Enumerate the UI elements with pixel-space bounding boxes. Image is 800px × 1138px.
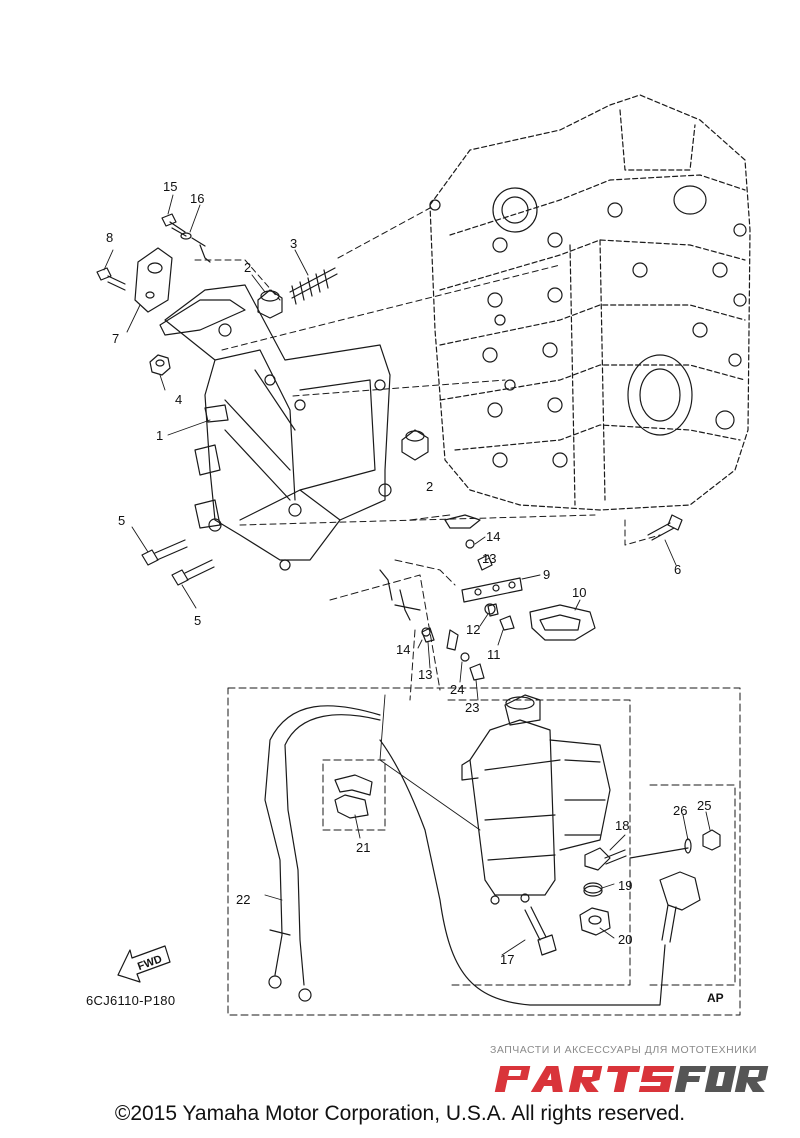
- callout-3: 3: [290, 236, 297, 251]
- cable-holder-21: [334, 774, 373, 819]
- callout-17: 17: [500, 952, 514, 967]
- nut-20: [579, 907, 611, 936]
- diagram-code: 6CJ6110-P180: [86, 993, 176, 1008]
- callout-20: 20: [618, 932, 632, 947]
- fwd-arrow-icon: [117, 945, 171, 983]
- callout-13: 13: [482, 551, 496, 566]
- callout-10: 10: [572, 585, 586, 600]
- group-boxes: [227, 514, 741, 1016]
- starter-motor: [461, 694, 611, 905]
- callout-5: 5: [194, 613, 201, 628]
- watermark-logo: [494, 1066, 769, 1092]
- watermark-tagline: ЗАПЧАСТИ И АКСЕССУАРЫ ДЛЯ МОТОТЕХНИКИ: [490, 1044, 757, 1056]
- mounting-bracket: [159, 284, 392, 571]
- callout-15: 15: [163, 179, 177, 194]
- callout-16: 16: [190, 191, 204, 206]
- engine-bosses: [429, 185, 747, 468]
- callout-24: 24: [450, 682, 464, 697]
- battery-cable-22: [264, 705, 666, 1006]
- bolt-17: [524, 906, 557, 956]
- nut-4: [149, 354, 171, 376]
- bolt-5-upper: [141, 539, 188, 566]
- callout-18: 18: [615, 818, 629, 833]
- callout-labels: 1 2 2 3 4 5 5 6 7 8 9 10 11 12 13 13 14 …: [106, 179, 711, 973]
- callout-26: 26: [673, 803, 687, 818]
- callout-1: 1: [156, 428, 163, 443]
- callout-7: 7: [112, 331, 119, 346]
- collar-lower: [401, 429, 429, 461]
- callout-14: 14: [486, 529, 500, 544]
- callout-22: 22: [236, 892, 250, 907]
- callout-19: 19: [618, 878, 632, 893]
- washer-26: [684, 838, 692, 854]
- callout-12: 12: [466, 622, 480, 637]
- bolt-6: [647, 514, 683, 541]
- copyright-notice: ©2015 Yamaha Motor Corporation, U.S.A. A…: [114, 1102, 686, 1125]
- callout-11: 11: [487, 647, 501, 662]
- plate-7: [134, 247, 173, 313]
- leader-lines: [103, 194, 711, 956]
- callout-2: 2: [244, 260, 251, 275]
- callout-4: 4: [175, 392, 182, 407]
- callout-2: 2: [426, 479, 433, 494]
- callout-23: 23: [465, 700, 479, 715]
- bolt-15: [161, 213, 187, 237]
- callout-13: 13: [418, 667, 432, 682]
- terminal-bolts: [379, 514, 515, 681]
- holder-10: [529, 604, 596, 641]
- terminal-18: [584, 847, 627, 871]
- stud-bolt: [289, 267, 338, 305]
- plate-9: [461, 577, 523, 603]
- bolt-5-lower: [171, 559, 215, 586]
- callout-9: 9: [543, 567, 550, 582]
- section-marker: AP: [707, 991, 724, 1005]
- fwd-label: FWD: [136, 953, 164, 973]
- callout-25: 25: [697, 798, 711, 813]
- alignment-lines: [194, 207, 661, 546]
- callout-5: 5: [118, 513, 125, 528]
- nut-25: [702, 829, 721, 851]
- engine-block: [429, 94, 751, 511]
- washer-16: [180, 232, 211, 263]
- callout-21: 21: [356, 840, 370, 855]
- cable-boot: [629, 847, 701, 943]
- callout-6: 6: [674, 562, 681, 577]
- callout-14: 14: [396, 642, 410, 657]
- collar-upper: [257, 289, 283, 319]
- washer-19: [583, 882, 603, 897]
- callout-8: 8: [106, 230, 113, 245]
- bolt-8: [96, 267, 126, 291]
